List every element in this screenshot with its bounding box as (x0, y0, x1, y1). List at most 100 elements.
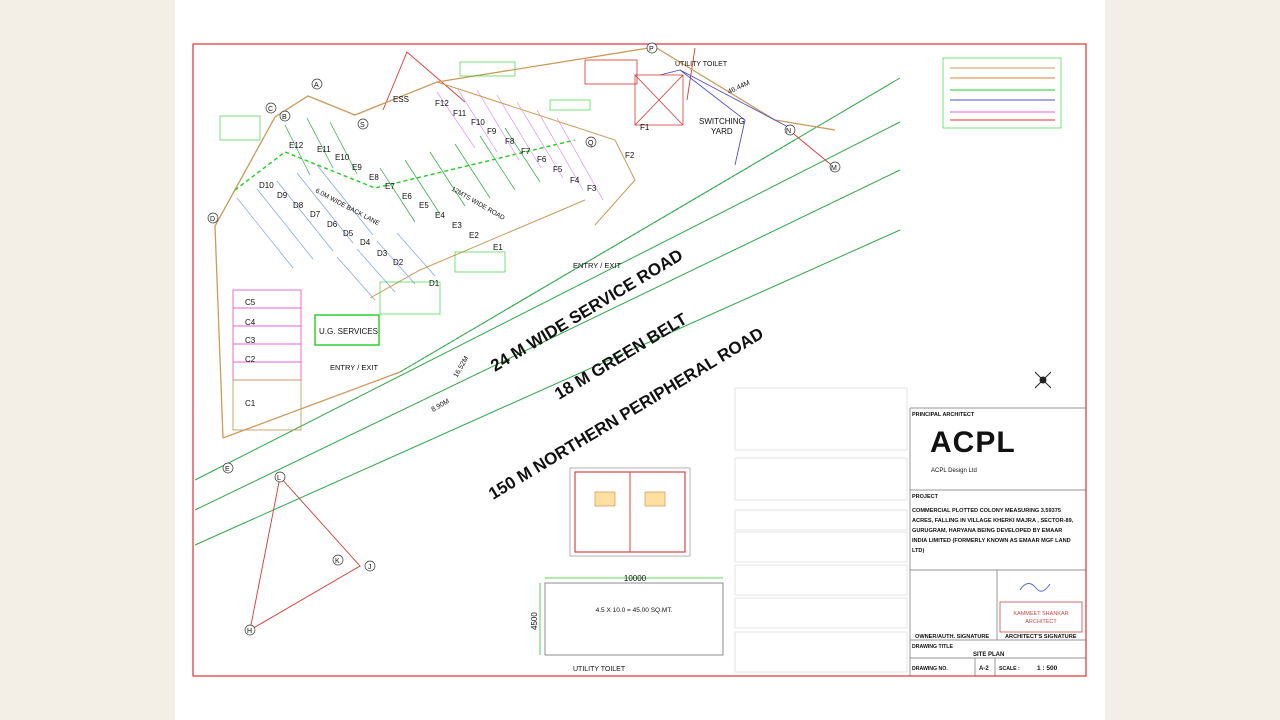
c-block (232, 289, 302, 381)
toilet-height-dim: 4500 (530, 612, 539, 630)
plot-label: F9 (487, 127, 497, 136)
switching-yard-label: SWITCHING (699, 117, 745, 126)
e-row-plots (284, 117, 541, 223)
scale-label: SCALE : (999, 666, 1020, 672)
plot-label: D9 (277, 191, 288, 200)
plot-label: F11 (453, 109, 467, 118)
sheet-border (192, 43, 1087, 677)
site-boundary (214, 46, 836, 439)
architect-stamp (999, 583, 1083, 633)
svg-text:H: H (247, 628, 252, 635)
acpl-logo: ACPL (930, 426, 1016, 459)
plot-label: D3 (377, 249, 388, 258)
svg-text:K: K (335, 558, 340, 565)
plot-label: D2 (393, 258, 404, 267)
plot-label: F12 (435, 99, 449, 108)
switching-yard-label-2: YARD (711, 127, 733, 136)
service-road-edge (399, 139, 796, 373)
svg-text:INDIA LIMITED (FORMERLY KNOWN: INDIA LIMITED (FORMERLY KNOWN AS EMAAR M… (912, 538, 1071, 544)
stamp-name: KAMMEET SHANKAR (1013, 611, 1068, 617)
svg-text:M: M (831, 165, 837, 172)
plot-label: E6 (402, 192, 412, 201)
plot-label: F4 (570, 176, 580, 185)
svg-text:N: N (786, 128, 791, 135)
svg-text:E: E (225, 466, 230, 473)
survey-points: A B C D E H J K L M N P Q S (207, 42, 841, 636)
principal-architect-label: PRINCIPAL ARCHITECT (912, 412, 975, 418)
plot-label: D10 (259, 181, 274, 190)
note-box-red (584, 59, 638, 85)
svg-text:GURUGRAM, HARYANA BEING DEVELO: GURUGRAM, HARYANA BEING DEVELOPED BY EMA… (912, 528, 1062, 534)
drawing-no-label: DRAWING NO. (912, 666, 948, 672)
plot-label: D8 (293, 201, 304, 210)
svg-text:D: D (210, 216, 215, 223)
f-row-plots (436, 87, 604, 201)
dim-16m: 16.52M (453, 355, 471, 379)
entry-exit-label-top: ENTRY / EXIT (573, 261, 621, 270)
title-block-frame (909, 407, 1086, 676)
entry-exit-label-bottom: ENTRY / EXIT (330, 363, 378, 372)
legend (942, 57, 1062, 129)
project-description: COMMERCIAL PLOTTED COLONY MEASURING 3.59… (912, 508, 1074, 554)
utility-toilet-label-top: UTILITY TOILET (675, 61, 728, 68)
toilet-width-dim: 10000 (624, 574, 647, 583)
svg-text:A: A (314, 82, 319, 89)
plot-label: F3 (587, 184, 597, 193)
drawing-title-label: DRAWING TITLE (912, 644, 953, 650)
svg-text:LTD): LTD) (912, 548, 924, 554)
plot-label: D5 (343, 229, 354, 238)
plot-label: E8 (369, 173, 379, 182)
svg-text:Q: Q (588, 140, 594, 147)
toilet-plan-inset (569, 467, 691, 557)
svg-text:L: L (277, 475, 281, 482)
utility-toilet-top (634, 74, 684, 126)
area-tables (734, 387, 908, 673)
plot-label: D4 (360, 238, 371, 247)
drawing-title: SITE PLAN (973, 652, 1004, 658)
plot-label: E1 (493, 243, 503, 252)
drawing-no: A-2 (979, 666, 989, 672)
toilet-section (539, 577, 724, 656)
svg-text:P: P (649, 46, 654, 53)
drawing-sheet: 24 M WIDE SERVICE ROAD 18 M GREEN BELT 1… (175, 0, 1105, 720)
plot-label: E9 (352, 163, 362, 172)
wide-road-label: 12MTS WIDE ROAD (450, 186, 506, 222)
svg-text:ACRES, FALLING IN VILLAGE KHE: ACRES, FALLING IN VILLAGE KHERKI MAJRA ,… (912, 518, 1074, 524)
plot-label: E2 (469, 231, 479, 240)
d-row-plots (236, 164, 436, 301)
project-label: PROJECT (912, 494, 939, 500)
dim-46m: 46.44M (727, 80, 751, 96)
plot-label: F5 (553, 165, 563, 174)
annotation-callouts (219, 61, 591, 315)
svg-text:S: S (360, 122, 365, 129)
plot-label: E11 (317, 145, 331, 154)
ug-services-label: U.G. SERVICES (319, 327, 378, 336)
plot-label: C5 (245, 298, 256, 307)
north-arrow-icon (1034, 371, 1052, 389)
utility-toilet-label-bottom: UTILITY TOILET (573, 666, 626, 673)
company-name: ACPL Design Ltd (931, 468, 977, 474)
toilet-area-text: 4.5 X 10.0 = 45.00 SQ.MT. (596, 607, 673, 614)
svg-text:J: J (368, 564, 372, 571)
plot-label: E12 (289, 141, 304, 150)
svg-text:B: B (282, 114, 287, 121)
plot-label: F10 (471, 118, 485, 127)
plot-label: E7 (385, 182, 395, 191)
plot-label: E3 (452, 221, 462, 230)
scale-value: 1 : 500 (1037, 665, 1058, 672)
plot-label: F8 (505, 137, 515, 146)
plot-label: C2 (245, 355, 256, 364)
plot-label: D6 (327, 220, 338, 229)
plot-label: E10 (335, 153, 350, 162)
site-plan-drawing: 24 M WIDE SERVICE ROAD 18 M GREEN BELT 1… (192, 42, 1087, 677)
back-lane-label: 6.0M WIDE BACK LANE (314, 188, 381, 228)
plot-label: E5 (419, 201, 429, 210)
plot-label: C4 (245, 318, 256, 327)
svg-text:C: C (268, 106, 273, 113)
plot-label: C3 (245, 336, 256, 345)
back-lane-edge (234, 139, 576, 191)
plot-labels: F12 F11 F10 F9 F8 F7 F6 F5 F4 F3 F2 F1 E… (245, 99, 650, 408)
stamp-role: ARCHITECT (1025, 619, 1057, 625)
plot-label: E4 (435, 211, 445, 220)
ug-services-box (314, 314, 380, 346)
